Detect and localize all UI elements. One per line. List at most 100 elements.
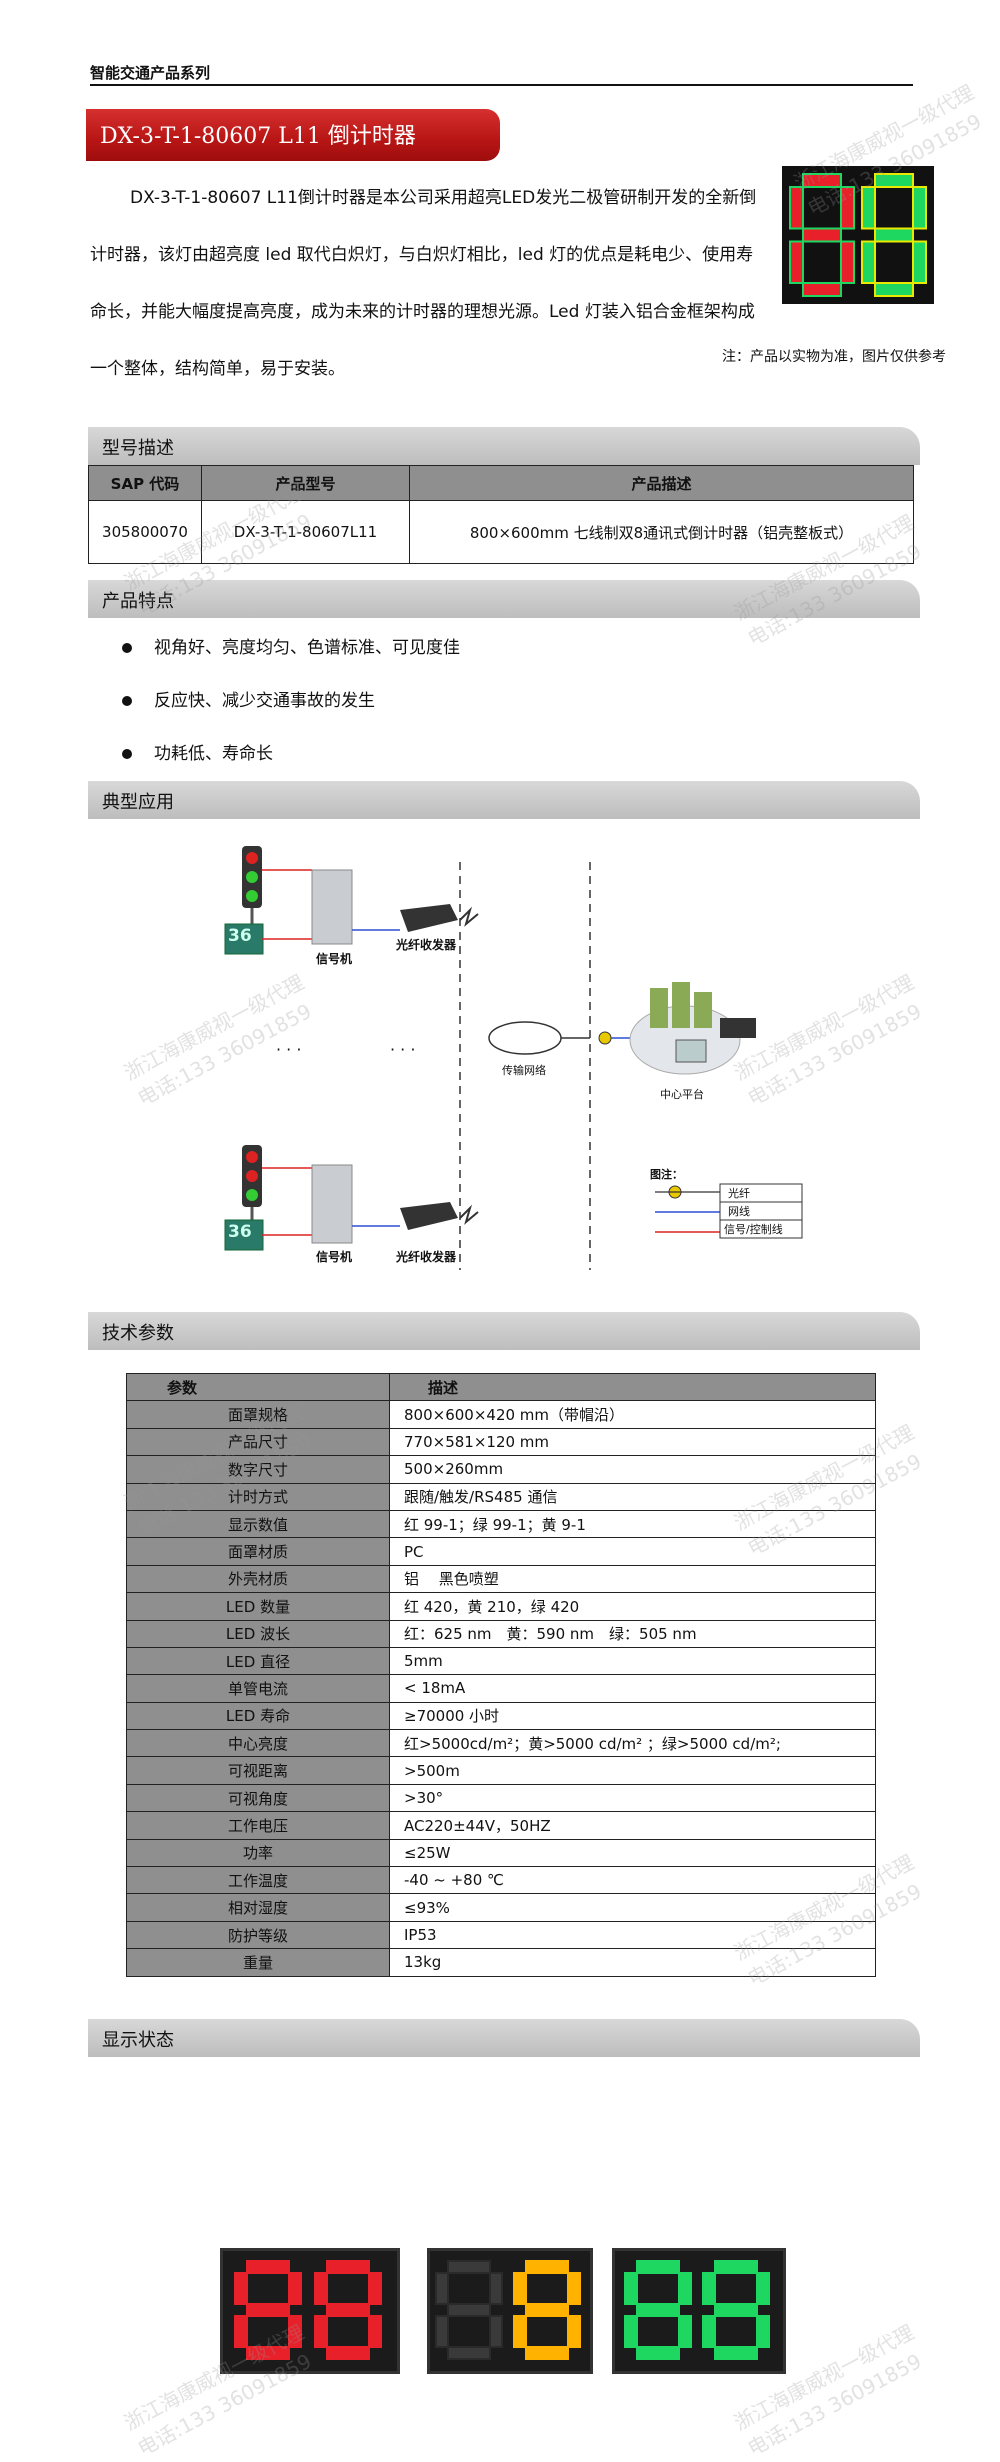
spec-param: 重量 xyxy=(126,1948,390,1977)
led-segment xyxy=(246,2346,290,2360)
series-label: 智能交通产品系列 xyxy=(90,64,211,82)
spec-value: 13kg xyxy=(389,1948,876,1977)
led-segment xyxy=(714,2346,758,2360)
spec-value: 红>5000cd/m²；黄>5000 cd/m² ；绿>5000 cd/m²; xyxy=(389,1729,876,1758)
transceiver-icon xyxy=(400,904,458,932)
application-diagram: 36 36 信号机 光纤收发器 · · · · · · 传输网络 中心平台 信号… xyxy=(220,840,820,1280)
header-divider xyxy=(90,84,913,86)
led-segment xyxy=(447,2303,491,2317)
section-application: 典型应用 xyxy=(88,781,920,819)
section-title: 产品特点 xyxy=(102,591,174,612)
led-segment xyxy=(368,2272,382,2305)
table-row: LED 数量红 420，黄 210，绿 420 xyxy=(126,1592,876,1621)
led-segment xyxy=(513,2272,527,2305)
led-segment xyxy=(861,240,876,284)
spec-value: PC xyxy=(389,1537,876,1566)
led-segment xyxy=(874,282,914,297)
title-banner xyxy=(86,109,500,161)
table-row: 可视角度>30° xyxy=(126,1783,876,1813)
led-segment xyxy=(288,2315,302,2348)
led-segment xyxy=(912,240,927,284)
led-segment xyxy=(861,186,876,230)
spec-param: 工作温度 xyxy=(126,1866,390,1895)
model-table: SAP 代码 产品型号 产品描述 305800070 DX-3-T-1-8060… xyxy=(88,465,914,564)
led-segment xyxy=(246,2303,290,2317)
spec-value: < 18mA xyxy=(389,1674,876,1703)
bullet-icon xyxy=(122,696,132,706)
led-segment xyxy=(567,2315,581,2348)
led-segment xyxy=(912,186,927,230)
col-model: 产品型号 xyxy=(201,465,410,501)
legend-title: 图注： xyxy=(650,1168,683,1181)
label-signal-machine: 信号机 xyxy=(316,952,353,966)
spec-value: >500m xyxy=(389,1756,876,1785)
countdown-icon xyxy=(224,923,264,955)
legend-network: 网线 xyxy=(728,1205,750,1218)
led-segment xyxy=(802,282,842,297)
led-segment xyxy=(314,2315,328,2348)
section-title: 典型应用 xyxy=(102,792,174,813)
spec-value: 500×260mm xyxy=(389,1455,876,1484)
label-signal-machine: 信号机 xyxy=(316,1250,353,1264)
table-row: 外壳材质铝 黑色喷塑 xyxy=(126,1564,876,1594)
led-segment xyxy=(525,2303,569,2317)
transceiver-icon xyxy=(400,1202,458,1230)
led-segment xyxy=(234,2315,248,2348)
spec-param: LED 数量 xyxy=(126,1592,390,1621)
led-segment xyxy=(840,186,855,230)
display-yellow xyxy=(427,2248,593,2374)
spec-value: 5mm xyxy=(389,1646,876,1676)
spec-param: 面罩材质 xyxy=(126,1537,390,1566)
section-title: 型号描述 xyxy=(102,438,174,459)
led-segment xyxy=(435,2315,449,2348)
led-segment xyxy=(234,2272,248,2305)
led-segment xyxy=(874,227,914,243)
led-segment xyxy=(288,2272,302,2305)
spec-param: LED 直径 xyxy=(126,1646,390,1676)
led-segment xyxy=(326,2260,370,2274)
led-segment xyxy=(702,2272,716,2305)
col-desc: 描述 xyxy=(389,1372,876,1402)
feature-item: 视角好、亮度均匀、色谱标准、可见度佳 xyxy=(122,633,460,658)
spec-param: 数字尺寸 xyxy=(126,1455,390,1484)
led-segment xyxy=(314,2272,328,2305)
label-center: 中心平台 xyxy=(660,1088,704,1101)
spec-value: -40 ~ +80 ℃ xyxy=(389,1866,876,1895)
spec-value: 红 99-1；绿 99-1；黄 9-1 xyxy=(389,1509,876,1539)
table-row: 可视距离>500m xyxy=(126,1756,876,1785)
led-segment xyxy=(756,2272,770,2305)
cell-model: DX-3-T-1-80607L11 xyxy=(201,500,410,564)
spec-value: 红 420，黄 210，绿 420 xyxy=(389,1592,876,1621)
spec-param: 面罩规格 xyxy=(126,1400,390,1429)
section-display: 显示状态 xyxy=(88,2019,920,2057)
led-segment xyxy=(802,227,842,243)
spec-value: IP53 xyxy=(389,1920,876,1950)
spec-param: 防护等级 xyxy=(126,1920,390,1950)
legend-fiber: 光纤 xyxy=(728,1187,750,1200)
col-param: 参数 xyxy=(126,1372,390,1402)
led-segment xyxy=(714,2260,758,2274)
table-row: LED 波长红：625 nm 黄：590 nm 绿：505 nm xyxy=(126,1619,876,1648)
table-row: 中心亮度红>5000cd/m²；黄>5000 cd/m² ；绿>5000 cd/… xyxy=(126,1729,876,1758)
led-segment xyxy=(567,2272,581,2305)
led-segment xyxy=(714,2303,758,2317)
led-segment xyxy=(368,2315,382,2348)
display-red xyxy=(220,2248,400,2374)
led-segment xyxy=(489,2272,503,2305)
table-row: 相对湿度≤93% xyxy=(126,1893,876,1922)
led-segment xyxy=(525,2346,569,2360)
led-segment xyxy=(678,2315,692,2348)
feature-item: 功耗低、寿命长 xyxy=(122,739,273,764)
spec-value: 800×600×420 mm（带帽沿） xyxy=(389,1400,876,1429)
display-green xyxy=(612,2248,786,2374)
product-image xyxy=(782,166,934,304)
led-segment xyxy=(789,186,804,230)
spec-param: 外壳材质 xyxy=(126,1564,390,1594)
section-title: 技术参数 xyxy=(102,1323,174,1344)
led-segment xyxy=(636,2260,680,2274)
cell-sap: 305800070 xyxy=(88,500,202,564)
